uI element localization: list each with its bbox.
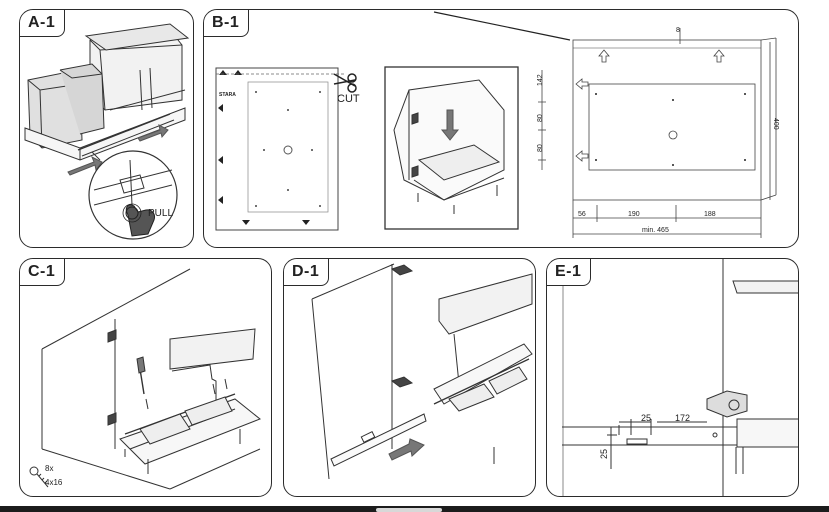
panel-b1: B-1 — [203, 9, 799, 248]
drilling-template: STARA CUT — [215, 67, 360, 231]
dimension-plan — [433, 11, 777, 238]
panel-d1-illustration — [311, 263, 533, 480]
panel-d1-label: D-1 — [284, 259, 330, 286]
dim-min: min. 465 — [642, 227, 669, 234]
screw-icon — [29, 466, 49, 488]
panel-e1-label: E-1 — [547, 259, 592, 286]
pull-label: PULL — [148, 208, 173, 219]
panel-a1-illustration: PULL — [24, 23, 190, 240]
panel-a1: A-1 — [19, 9, 194, 248]
panel-a1-label: A-1 — [20, 10, 66, 37]
dim-142: 142 — [537, 74, 544, 86]
cut-label: CUT — [337, 93, 360, 105]
dim-400: 400 — [772, 118, 779, 130]
cabinet-inset — [384, 66, 519, 230]
dim-188: 188 — [704, 211, 716, 218]
dim-25-horizontal: 25 — [641, 413, 651, 423]
screw-size: 4x16 — [45, 478, 63, 487]
panel-e1: E-1 — [546, 258, 799, 497]
panel-c1: C-1 — [19, 258, 272, 497]
panel-b1-label: B-1 — [204, 10, 250, 37]
panel-e1-illustration: 25 172 25 — [562, 259, 798, 496]
dim-25-vertical: 25 — [599, 449, 609, 459]
dim-56: 56 — [578, 211, 586, 218]
screw-qty: 8x — [45, 464, 53, 473]
dim-172: 172 — [675, 413, 690, 423]
scissors-icon — [333, 73, 357, 93]
dim-80b: 80 — [537, 144, 544, 152]
scrollbar-thumb[interactable] — [376, 508, 442, 512]
dim-190: 190 — [628, 211, 640, 218]
panel-c1-illustration: 8x 4x16 — [29, 268, 261, 490]
panel-d1: D-1 — [283, 258, 536, 497]
dim-80a: 80 — [537, 114, 544, 122]
panel-b1-illustration: STARA CUT — [215, 11, 779, 238]
panel-c1-label: C-1 — [20, 259, 66, 286]
dim-8: 8 — [676, 27, 680, 34]
template-brand: STARA — [219, 92, 236, 98]
